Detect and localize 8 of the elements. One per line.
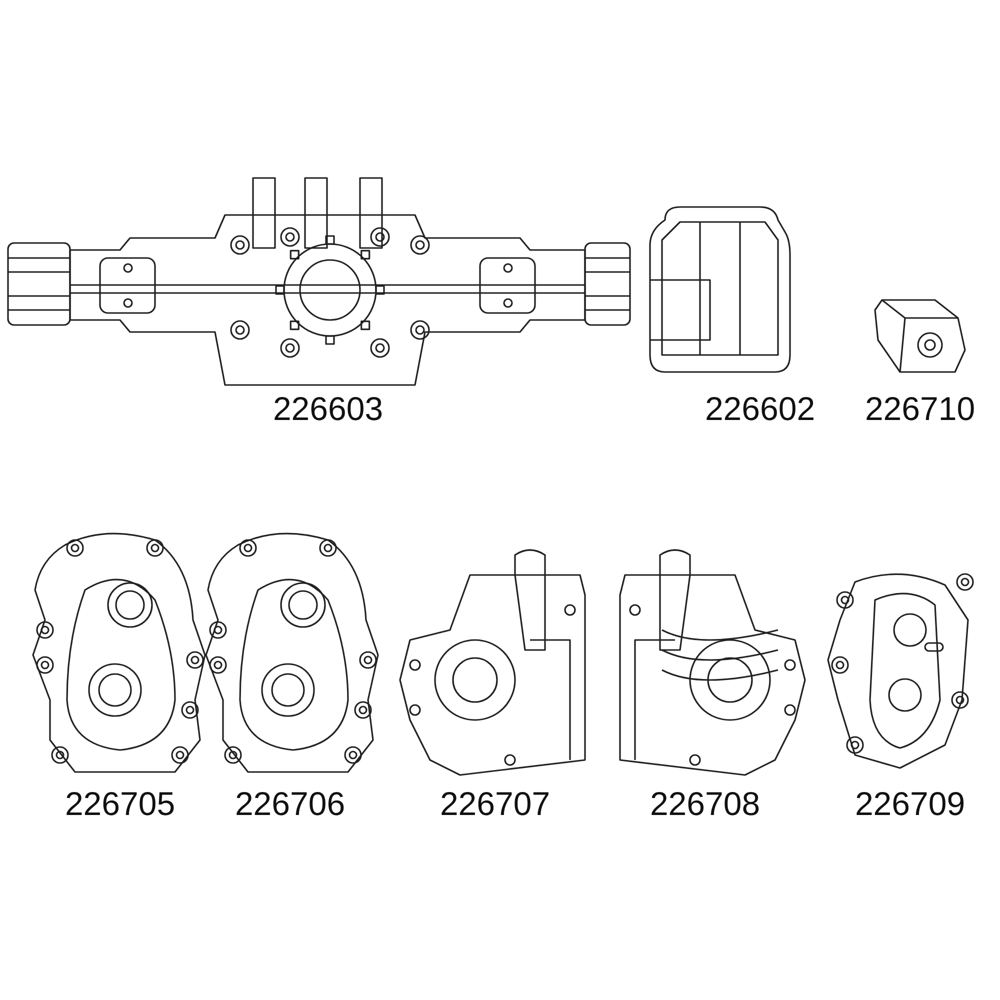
part-number: 226707 — [440, 787, 550, 820]
part-number: 226706 — [234, 787, 346, 820]
part-number: 226705 — [64, 787, 176, 820]
part-number: 226710 — [864, 392, 976, 425]
part-number: 226709 — [854, 787, 966, 820]
part-number: 226603 — [272, 392, 384, 425]
part-number: 226708 — [650, 787, 760, 820]
part-number: 226602 — [704, 392, 816, 425]
